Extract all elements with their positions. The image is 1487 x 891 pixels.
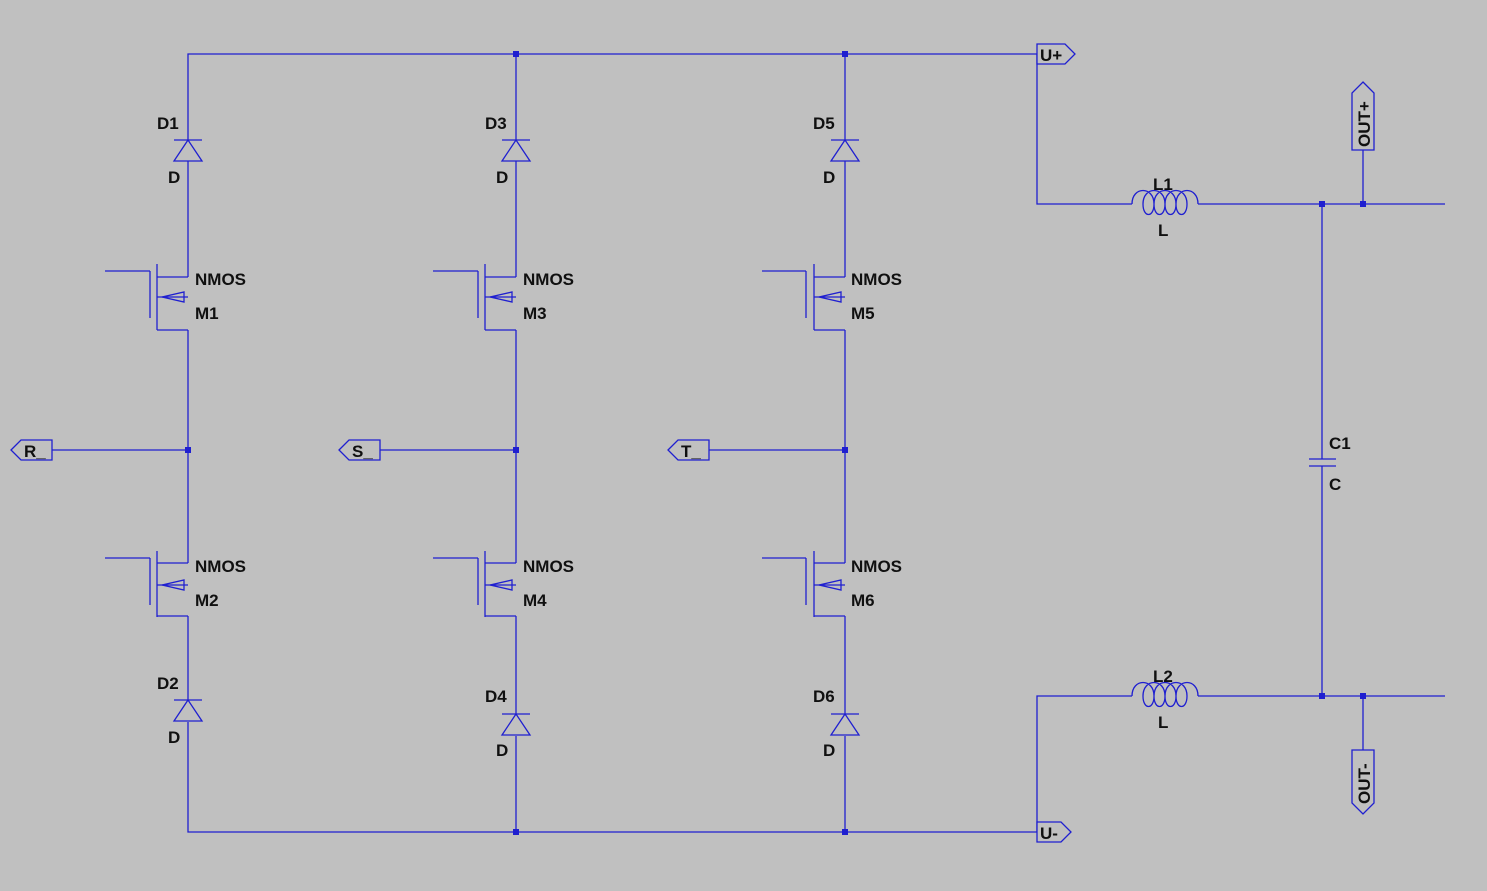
- net-flag-shape: [1351, 749, 1375, 815]
- inductor-ref: L1: [1153, 175, 1173, 194]
- net-label-s[interactable]: S_: [338, 439, 381, 461]
- net-label-out-plus[interactable]: OUT+: [1351, 81, 1375, 151]
- mosfet-arrow: [161, 291, 185, 303]
- diode-model: D: [823, 741, 835, 760]
- diode-d1[interactable]: D1 D: [157, 114, 204, 187]
- diode-model: D: [168, 168, 180, 187]
- net-flag-text: U+: [1040, 46, 1062, 65]
- mosfet-m4[interactable]: NMOS M4: [477, 551, 574, 617]
- junction-dot: [1360, 201, 1366, 207]
- net-flag-text: OUT+: [1355, 101, 1374, 147]
- diode-model: D: [823, 168, 835, 187]
- wires: [52, 53, 1445, 833]
- inductor-model: L: [1158, 713, 1168, 732]
- diode-model: D: [496, 741, 508, 760]
- diode-ref: D2: [157, 674, 179, 693]
- net-flag-text: U-: [1040, 824, 1058, 843]
- inductor-coil: [1131, 681, 1199, 708]
- net-label-u-plus[interactable]: U+: [1036, 43, 1076, 65]
- net-label-r[interactable]: R_: [10, 439, 53, 461]
- mosfet-arrow: [489, 291, 513, 303]
- diode-ref: D6: [813, 687, 835, 706]
- mosfet-ref: M3: [523, 304, 547, 323]
- junction-dot: [513, 829, 519, 835]
- mosfet-model: NMOS: [523, 557, 574, 576]
- diode-triangle: [172, 698, 204, 722]
- mosfet-m1[interactable]: NMOS M1: [149, 264, 246, 331]
- net-label-out-minus[interactable]: OUT-: [1351, 749, 1375, 815]
- diode-d4[interactable]: D4 D: [485, 687, 532, 760]
- mosfet-m6[interactable]: NMOS M6: [805, 551, 902, 617]
- mosfet-ref: M4: [523, 591, 547, 610]
- net-flag-shape: [1036, 43, 1076, 65]
- inductor-coil: [1131, 189, 1199, 216]
- diode-model: D: [168, 728, 180, 747]
- net-flag-shape: [1036, 821, 1072, 843]
- net-label-t[interactable]: T_: [667, 439, 710, 461]
- net-flag-shape: [667, 439, 710, 461]
- diode-d6[interactable]: D6 D: [813, 687, 861, 760]
- net-flag-text: OUT-: [1355, 763, 1374, 804]
- net-flag-text: S_: [352, 442, 373, 461]
- mosfet-ref: M1: [195, 304, 219, 323]
- diode-ref: D5: [813, 114, 835, 133]
- mosfet-m5[interactable]: NMOS M5: [805, 264, 902, 331]
- diode-d3[interactable]: D3 D: [485, 114, 532, 187]
- mosfet-arrow: [818, 291, 842, 303]
- inductor-ref: L2: [1153, 667, 1173, 686]
- junction-dot: [513, 51, 519, 57]
- wire-top-rail: [187, 53, 1037, 140]
- net-flag-text: T_: [681, 442, 701, 461]
- mosfet-arrow: [818, 579, 842, 591]
- mosfet-m3[interactable]: NMOS M3: [477, 264, 574, 331]
- diode-triangle: [500, 712, 532, 736]
- mosfet-arrow: [489, 579, 513, 591]
- diode-ref: D3: [485, 114, 507, 133]
- junction-dot: [842, 829, 848, 835]
- mosfet-model: NMOS: [851, 270, 902, 289]
- mosfet-ref: M2: [195, 591, 219, 610]
- capacitor-c1[interactable]: C1 C: [1309, 434, 1351, 494]
- wire-bottom-rail: [187, 722, 1037, 833]
- junction-dot: [842, 447, 848, 453]
- mosfet-ref: M6: [851, 591, 875, 610]
- mosfet-model: NMOS: [523, 270, 574, 289]
- mosfet-model: NMOS: [195, 270, 246, 289]
- diode-triangle: [172, 138, 204, 162]
- inductor-model: L: [1158, 221, 1168, 240]
- net-flag-shape: [338, 439, 381, 461]
- inductor-l2[interactable]: L2 L: [1131, 667, 1199, 732]
- junction-dot: [842, 51, 848, 57]
- diode-triangle: [500, 138, 532, 162]
- wire-uminus-l2: [1036, 695, 1132, 832]
- mosfet-m2[interactable]: NMOS M2: [149, 551, 246, 617]
- junction-dot: [1319, 693, 1325, 699]
- net-flag-shape: [10, 439, 53, 461]
- junction-dot: [1360, 693, 1366, 699]
- mosfet-ref: M5: [851, 304, 875, 323]
- diode-d2[interactable]: D2 D: [157, 674, 204, 747]
- mosfet-arrow: [161, 579, 185, 591]
- net-flag-text: R_: [24, 442, 46, 461]
- diode-ref: D1: [157, 114, 179, 133]
- diode-model: D: [496, 168, 508, 187]
- capacitor-model: C: [1329, 475, 1341, 494]
- junction-dot: [1319, 201, 1325, 207]
- net-flag-shape: [1351, 81, 1375, 151]
- diode-triangle: [829, 138, 861, 162]
- junction-dot: [185, 447, 191, 453]
- inductor-l1[interactable]: L1 L: [1131, 175, 1199, 240]
- diode-d5[interactable]: D5 D: [813, 114, 861, 187]
- junctions: [185, 51, 1366, 835]
- net-label-u-minus[interactable]: U-: [1036, 821, 1072, 843]
- wire-uplus-l1: [1036, 54, 1132, 205]
- junction-dot: [513, 447, 519, 453]
- diode-ref: D4: [485, 687, 507, 706]
- diode-triangle: [829, 712, 861, 736]
- capacitor-ref: C1: [1329, 434, 1351, 453]
- mosfet-model: NMOS: [195, 557, 246, 576]
- mosfet-model: NMOS: [851, 557, 902, 576]
